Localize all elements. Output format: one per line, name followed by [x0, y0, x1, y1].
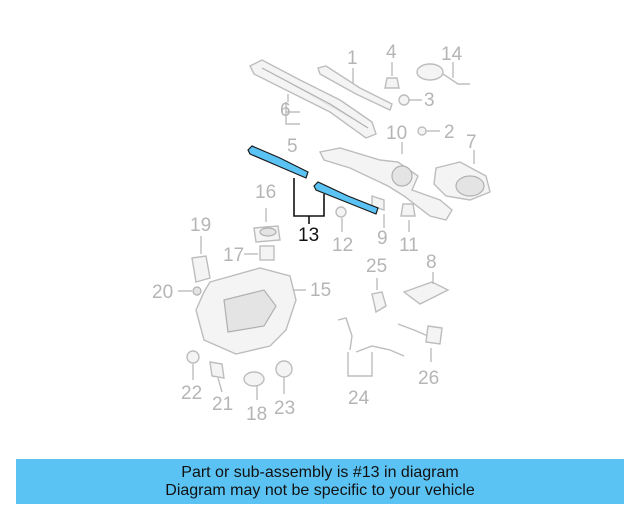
callout-1: 1 [347, 48, 358, 69]
callout-17: 17 [223, 245, 244, 266]
banner-line-2: Diagram may not be specific to your vehi… [165, 481, 475, 499]
callout-23: 23 [274, 398, 295, 419]
jet-part [371, 291, 387, 314]
bolt-part [417, 126, 427, 136]
nozzle-part [209, 361, 225, 379]
callout-25: 25 [366, 256, 387, 277]
callout-13: 13 [298, 225, 319, 246]
washer-reservoir-part [195, 267, 297, 355]
cap-ring-part [275, 360, 293, 378]
callout-11: 11 [399, 235, 419, 256]
wiper-blade-left-highlighted [247, 145, 309, 179]
callout-10: 10 [386, 123, 407, 144]
washer-part [398, 94, 410, 106]
callout-18: 18 [246, 404, 267, 425]
callout-20: 20 [152, 282, 173, 303]
callout-3: 3 [424, 90, 435, 111]
callout-5: 5 [287, 136, 298, 157]
wiper-linkage-part [318, 147, 453, 221]
hose-part [337, 317, 405, 357]
parts-diagram: 1 4 14 3 6 5 10 2 7 13 16 12 9 11 19 17 … [152, 42, 491, 425]
grommet-ring-part [243, 371, 265, 387]
callout-4: 4 [386, 42, 397, 63]
bushing-part [400, 203, 416, 217]
highlighted-wiper-blades-13 [247, 145, 379, 215]
hose-connector-part [397, 323, 443, 345]
reservoir-neck-part [259, 245, 275, 261]
callout-12: 12 [332, 235, 353, 256]
bracket-part [402, 281, 450, 305]
callout-26: 26 [418, 368, 439, 389]
callout-9: 9 [377, 228, 388, 249]
wiper-motor-part [433, 161, 491, 201]
washer-pump-part [191, 255, 211, 296]
callout-21: 21 [212, 394, 233, 415]
callout-14: 14 [441, 44, 463, 65]
callout-2: 2 [444, 122, 455, 143]
cap-part [253, 225, 281, 243]
callout-8: 8 [426, 252, 437, 273]
callout-22: 22 [181, 383, 202, 404]
callout-16: 16 [255, 182, 276, 203]
wiper-blade-right-highlighted [313, 181, 379, 215]
callout-6: 6 [280, 100, 291, 121]
connector-part [416, 63, 470, 85]
banner-line-1: Part or sub-assembly is #13 in diagram [181, 463, 459, 481]
callout-15: 15 [310, 280, 331, 301]
arm-nut-part [384, 77, 400, 89]
wiper-arm-part [317, 65, 393, 111]
pivot-cap-part [335, 206, 347, 218]
info-banner: Part or sub-assembly is #13 in diagram D… [16, 459, 624, 504]
callout-7: 7 [466, 132, 477, 153]
callout-labels: 1 4 14 3 6 5 10 2 7 13 16 12 9 11 19 17 … [152, 42, 477, 425]
leader-lines [178, 62, 475, 400]
wiper-blade-part [249, 59, 377, 139]
seal-part [186, 350, 200, 364]
callout-19: 19 [190, 215, 211, 236]
callout-24: 24 [348, 388, 370, 409]
